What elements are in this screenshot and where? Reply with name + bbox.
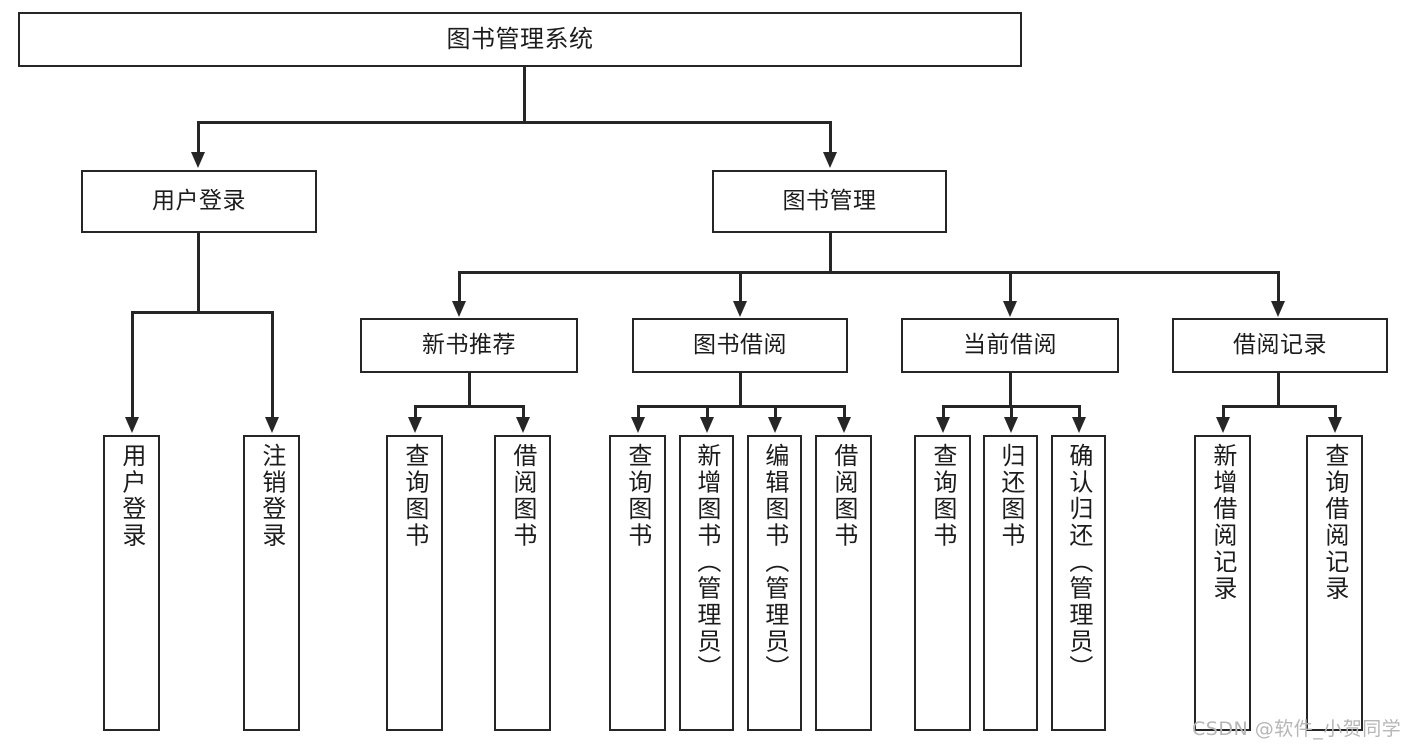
arrowhead-leaf-borrow-book-2 <box>837 417 851 433</box>
node-leaf-borrow-book-1[interactable]: 借阅图书 <box>494 435 551 731</box>
arrowhead-leaf-confirm-return <box>1072 417 1086 433</box>
connector-to-leaf-add-record <box>1222 405 1225 419</box>
connector-to-user-login <box>197 121 200 154</box>
node-new-book-recommend[interactable]: 新书推荐 <box>360 318 578 373</box>
connector-level2-bus <box>197 121 832 124</box>
node-book-manage[interactable]: 图书管理 <box>712 170 947 233</box>
node-label: 图书管理系统 <box>446 25 594 54</box>
arrowhead-new-book-recommend <box>452 301 466 317</box>
node-label: 查询图书 <box>623 443 652 549</box>
node-label: 注销登录 <box>257 443 286 549</box>
connector-to-leaf-return-book <box>1010 405 1013 419</box>
arrowhead-leaf-logout <box>265 417 279 433</box>
node-label: 用户登录 <box>152 187 246 214</box>
connector-to-borrow-record <box>1277 271 1280 303</box>
node-leaf-confirm-return[interactable]: 确认归还（管理员） <box>1051 435 1106 731</box>
arrowhead-leaf-edit-book <box>768 417 782 433</box>
connector-to-book-manage <box>829 121 832 154</box>
node-label: 用户登录 <box>117 443 146 549</box>
node-label: 借阅记录 <box>1233 331 1327 358</box>
connector-current-borrow-stem <box>1009 373 1012 407</box>
connector-root-stem <box>523 67 526 122</box>
connector-user-login-stem <box>197 233 200 313</box>
node-label: 查询图书 <box>928 443 957 549</box>
connector-to-leaf-add-book <box>706 405 709 419</box>
connector-new-book-recommend-bus <box>414 405 524 408</box>
node-leaf-return-book[interactable]: 归还图书 <box>983 435 1038 731</box>
connector-user-login-bus <box>131 311 273 314</box>
connector-book-borrow-bus <box>637 405 845 408</box>
node-label: 新书推荐 <box>422 331 516 358</box>
node-leaf-borrow-book-2[interactable]: 借阅图书 <box>815 435 872 731</box>
arrowhead-leaf-query-record <box>1328 417 1342 433</box>
node-label: 编辑图书（管理员） <box>760 443 789 682</box>
arrowhead-borrow-record <box>1271 301 1285 317</box>
node-label: 查询图书 <box>400 443 429 549</box>
node-leaf-logout-login[interactable]: 注销登录 <box>243 435 300 731</box>
arrowhead-leaf-query-book-3 <box>936 417 950 433</box>
arrowhead-current-borrow <box>1003 301 1017 317</box>
connector-borrow-record-bus <box>1222 405 1336 408</box>
arrowhead-leaf-user-login <box>125 417 139 433</box>
connector-to-leaf-confirm-return <box>1078 405 1081 419</box>
connector-level3-bus <box>458 271 1278 274</box>
connector-to-leaf-user-login <box>131 311 134 419</box>
connector-to-leaf-borrow-book-1 <box>522 405 525 419</box>
connector-book-borrow-stem <box>739 373 742 407</box>
arrowhead-leaf-add-record <box>1216 417 1230 433</box>
node-user-login[interactable]: 用户登录 <box>81 170 317 233</box>
node-leaf-edit-book-admin[interactable]: 编辑图书（管理员） <box>747 435 802 731</box>
node-label: 借阅图书 <box>829 443 858 549</box>
connector-to-leaf-query-record <box>1334 405 1337 419</box>
connector-to-new-book-recommend <box>458 271 461 303</box>
node-label: 图书管理 <box>782 187 877 214</box>
node-label: 新增图书（管理员） <box>692 443 721 682</box>
node-leaf-add-book-admin[interactable]: 新增图书（管理员） <box>679 435 734 731</box>
node-book-borrow[interactable]: 图书借阅 <box>632 318 848 373</box>
node-label: 图书借阅 <box>693 331 787 358</box>
arrowhead-book-manage <box>823 152 837 168</box>
node-current-borrow[interactable]: 当前借阅 <box>901 318 1119 373</box>
arrowhead-user-login <box>191 152 205 168</box>
node-label: 当前借阅 <box>963 331 1057 358</box>
connector-to-leaf-query-book-1 <box>414 405 417 419</box>
node-label: 确认归还（管理员） <box>1064 443 1093 682</box>
connector-to-leaf-query-book-3 <box>942 405 945 419</box>
node-label: 新增借阅记录 <box>1208 443 1237 602</box>
node-label: 借阅图书 <box>508 443 537 549</box>
connector-to-book-borrow <box>739 271 742 303</box>
node-leaf-user-login[interactable]: 用户登录 <box>103 435 160 731</box>
csdn-watermark: CSDN @软件_小贺同学 <box>1192 718 1402 740</box>
connector-new-book-recommend-stem <box>468 373 471 407</box>
connector-to-leaf-edit-book <box>774 405 777 419</box>
node-leaf-query-book-2[interactable]: 查询图书 <box>609 435 666 731</box>
arrowhead-leaf-query-book-2 <box>631 417 645 433</box>
arrowhead-leaf-borrow-book-1 <box>516 417 530 433</box>
arrowhead-book-borrow <box>733 301 747 317</box>
connector-to-leaf-logout <box>271 311 274 419</box>
arrowhead-leaf-add-book <box>700 417 714 433</box>
arrowhead-leaf-return-book <box>1004 417 1018 433</box>
node-label: 查询借阅记录 <box>1320 443 1349 602</box>
node-label: 归还图书 <box>996 443 1025 549</box>
node-root-system[interactable]: 图书管理系统 <box>18 12 1022 67</box>
connector-book-manage-stem <box>829 233 832 273</box>
connector-to-leaf-borrow-book-2 <box>843 405 846 419</box>
arrowhead-leaf-query-book-1 <box>408 417 422 433</box>
node-leaf-query-book-3[interactable]: 查询图书 <box>914 435 971 731</box>
node-borrow-record[interactable]: 借阅记录 <box>1172 318 1388 373</box>
node-leaf-query-book-1[interactable]: 查询图书 <box>386 435 443 731</box>
connector-to-current-borrow <box>1009 271 1012 303</box>
node-leaf-add-record[interactable]: 新增借阅记录 <box>1194 435 1251 731</box>
node-leaf-query-record[interactable]: 查询借阅记录 <box>1306 435 1363 731</box>
connector-borrow-record-stem <box>1277 373 1280 407</box>
connector-to-leaf-query-book-2 <box>637 405 640 419</box>
